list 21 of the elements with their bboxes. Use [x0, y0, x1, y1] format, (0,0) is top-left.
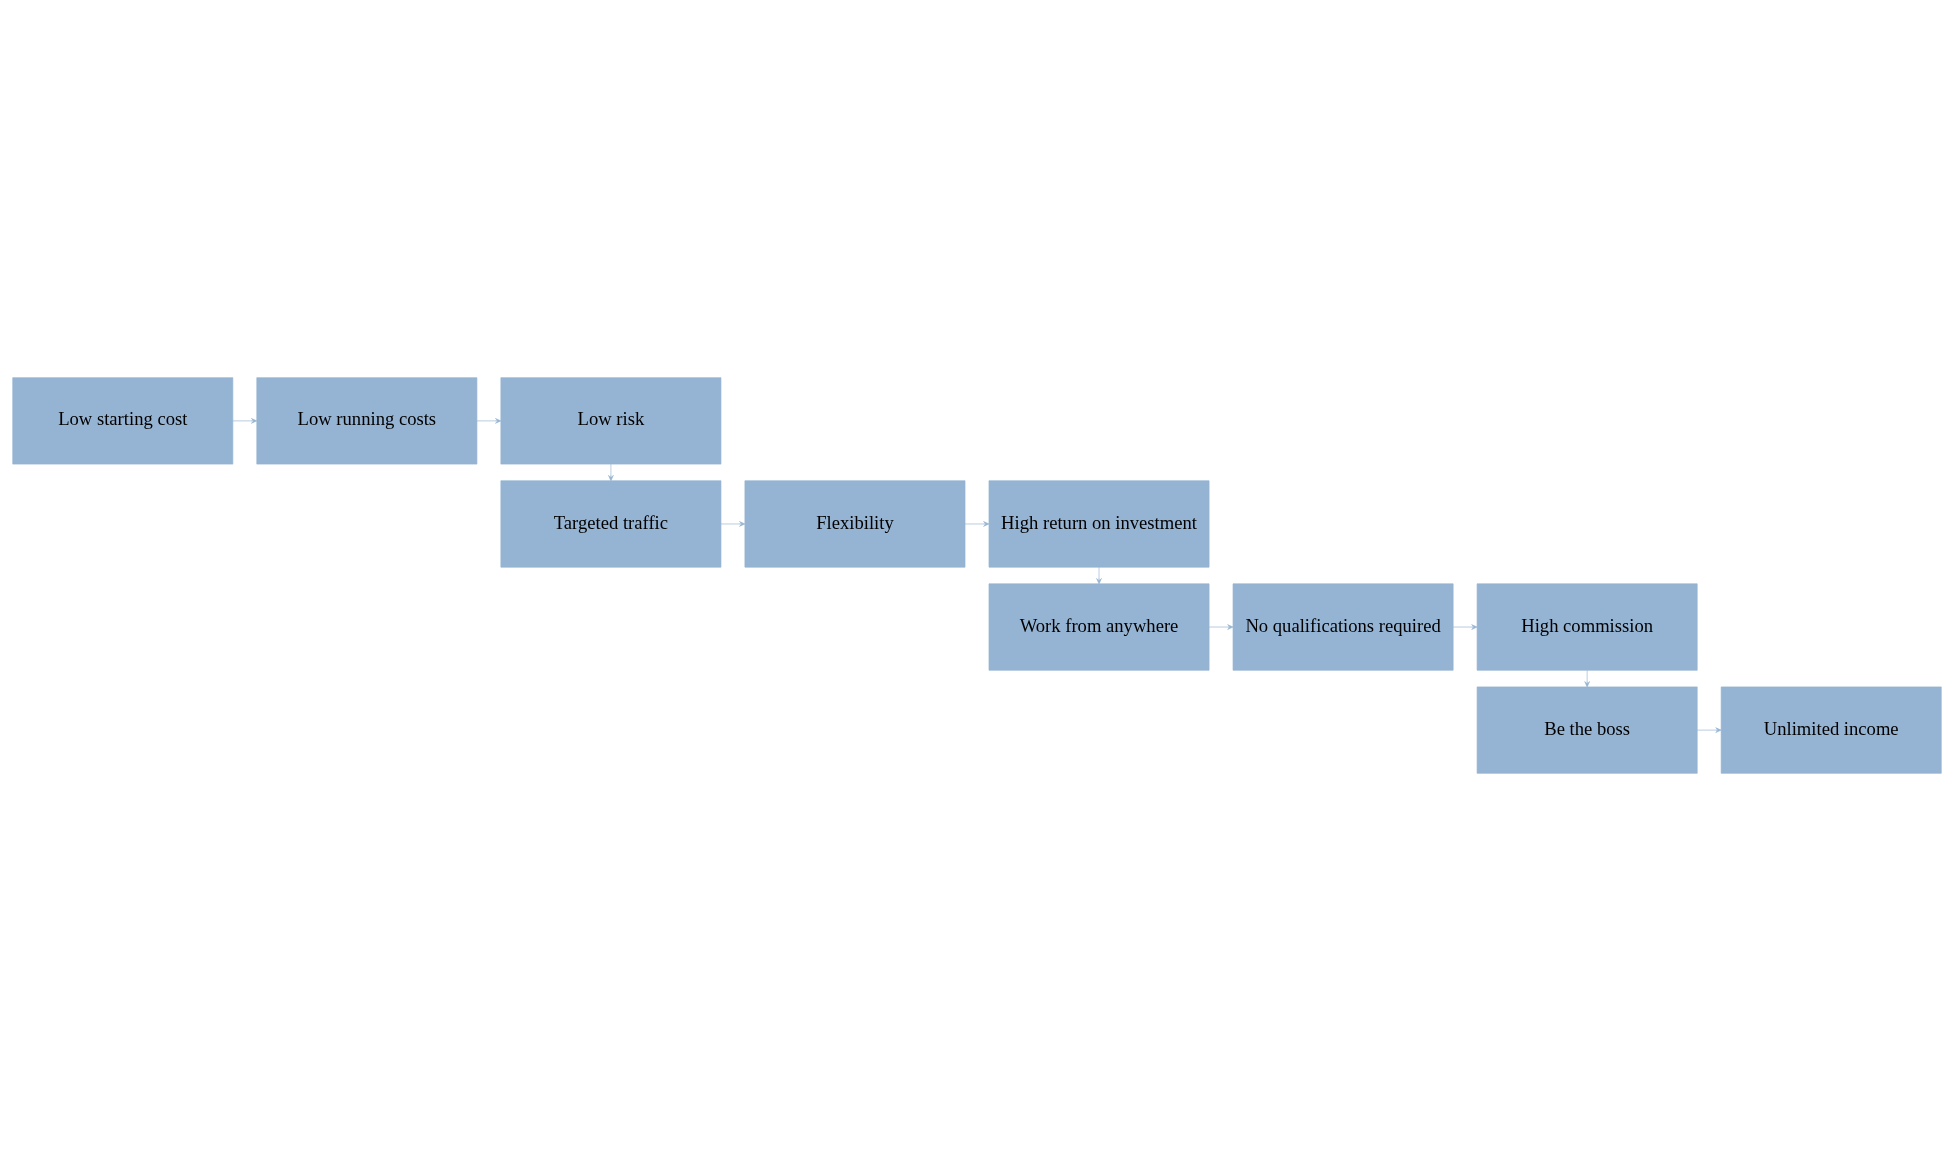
arrow	[1208, 623, 1234, 630]
node-box: Low starting cost	[12, 376, 234, 464]
arrow	[1584, 669, 1590, 687]
arrow	[964, 520, 990, 527]
arrow	[1696, 726, 1722, 733]
node-box: High return on investment	[988, 479, 1210, 568]
node-box: Flexibility	[744, 479, 966, 568]
node-box: No qualifications required	[1232, 582, 1454, 671]
node-box: Work from anywhere	[988, 582, 1210, 671]
arrow	[720, 520, 746, 527]
arrow	[1096, 566, 1102, 584]
arrow	[1452, 623, 1478, 630]
node-box: High commission	[1476, 582, 1698, 671]
arrow	[476, 417, 502, 424]
arrow	[232, 417, 258, 424]
node-box: Unlimited income	[1720, 686, 1942, 774]
arrow	[608, 463, 614, 481]
node-box: Low risk	[500, 376, 722, 464]
node-box: Low running costs	[256, 376, 478, 464]
node-box: Targeted traffic	[500, 479, 722, 568]
node-box: Be the boss	[1476, 686, 1698, 774]
